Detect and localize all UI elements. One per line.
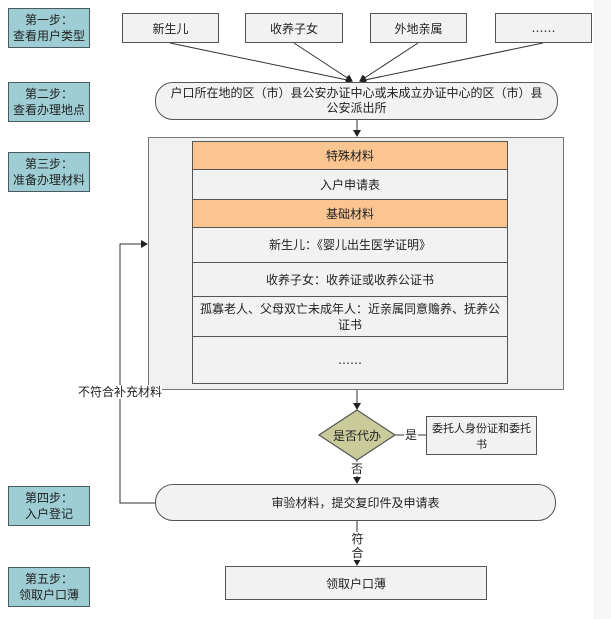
step-3-subtitle: 准备办理材料	[12, 173, 85, 187]
step-3-box: 第三步： 准备办理材料	[8, 152, 90, 192]
user-type-newborn: 新生儿	[122, 13, 219, 43]
material-row-newborn: 新生儿：《婴儿出生医学证明》	[193, 228, 507, 263]
step-2-box: 第二步： 查看办理地点	[8, 82, 90, 122]
material-row-application: 入户申请表	[193, 170, 507, 200]
decision-yes-label: 是	[404, 428, 419, 442]
step-5-subtitle: 领取户口薄	[18, 588, 79, 602]
step-1-title: 第一步：	[24, 13, 73, 27]
material-row-others: ……	[338, 353, 362, 367]
proxy-documents-box: 委托人身份证和委托书	[426, 416, 537, 455]
step-1-subtitle: 查看用户类型	[12, 29, 85, 43]
final-box: 领取户口薄	[225, 566, 487, 600]
user-type-relatives: 外地亲属	[370, 13, 467, 43]
user-type-adopted: 收养子女	[245, 13, 343, 43]
step-5-box: 第五步： 领取户口薄	[8, 567, 90, 607]
connector-relatives	[359, 42, 419, 82]
flowchart-canvas: 第一步： 查看用户类型 第二步： 查看办理地点 第三步： 准备办理材料 第四步：…	[8, 8, 592, 607]
registration-box: 审验材料，提交复印件及申请表	[155, 484, 556, 521]
pass-label: 符合	[351, 532, 364, 560]
user-type-others: ……	[495, 13, 592, 43]
step-4-title: 第四步：	[24, 491, 73, 505]
location-box: 户口所在地的区（市）县公安办证中心或未成立办证中心的区（市）县公安派出所	[155, 82, 558, 120]
step-4-subtitle: 入户登记	[24, 507, 73, 521]
step-4-box: 第四步： 入户登记	[8, 486, 90, 526]
step-2-subtitle: 查看办理地点	[12, 103, 85, 117]
material-row-special: 特殊材料	[193, 142, 507, 170]
connector-lines	[119, 42, 544, 566]
connector-others	[359, 42, 544, 84]
step-5-title: 第五步：	[24, 572, 73, 586]
materials-table: 特殊材料 入户申请表 基础材料 新生儿：《婴儿出生医学证明》 收养子女：收养证或…	[192, 141, 508, 384]
decision-diamond	[317, 409, 397, 461]
connector-adopted	[293, 42, 353, 82]
material-row-orphan-elderly: 孤寡老人、父母双亡未成年人：近亲属同意赡养、抚养公证书	[193, 297, 507, 337]
connector-feedback	[119, 240, 155, 504]
material-row-adopted: 收养子女：收养证或收养公证书	[193, 263, 507, 297]
decision-no-label: 否	[351, 462, 364, 476]
step-1-box: 第一步： 查看用户类型	[8, 8, 90, 48]
decision-question: 是否代办	[332, 429, 381, 443]
material-row-basic: 基础材料	[193, 200, 507, 228]
step-3-title: 第三步：	[24, 157, 73, 171]
connector-newborn	[169, 42, 353, 84]
feedback-label: 不符合补充材料	[78, 385, 163, 399]
step-2-title: 第二步：	[24, 87, 73, 101]
